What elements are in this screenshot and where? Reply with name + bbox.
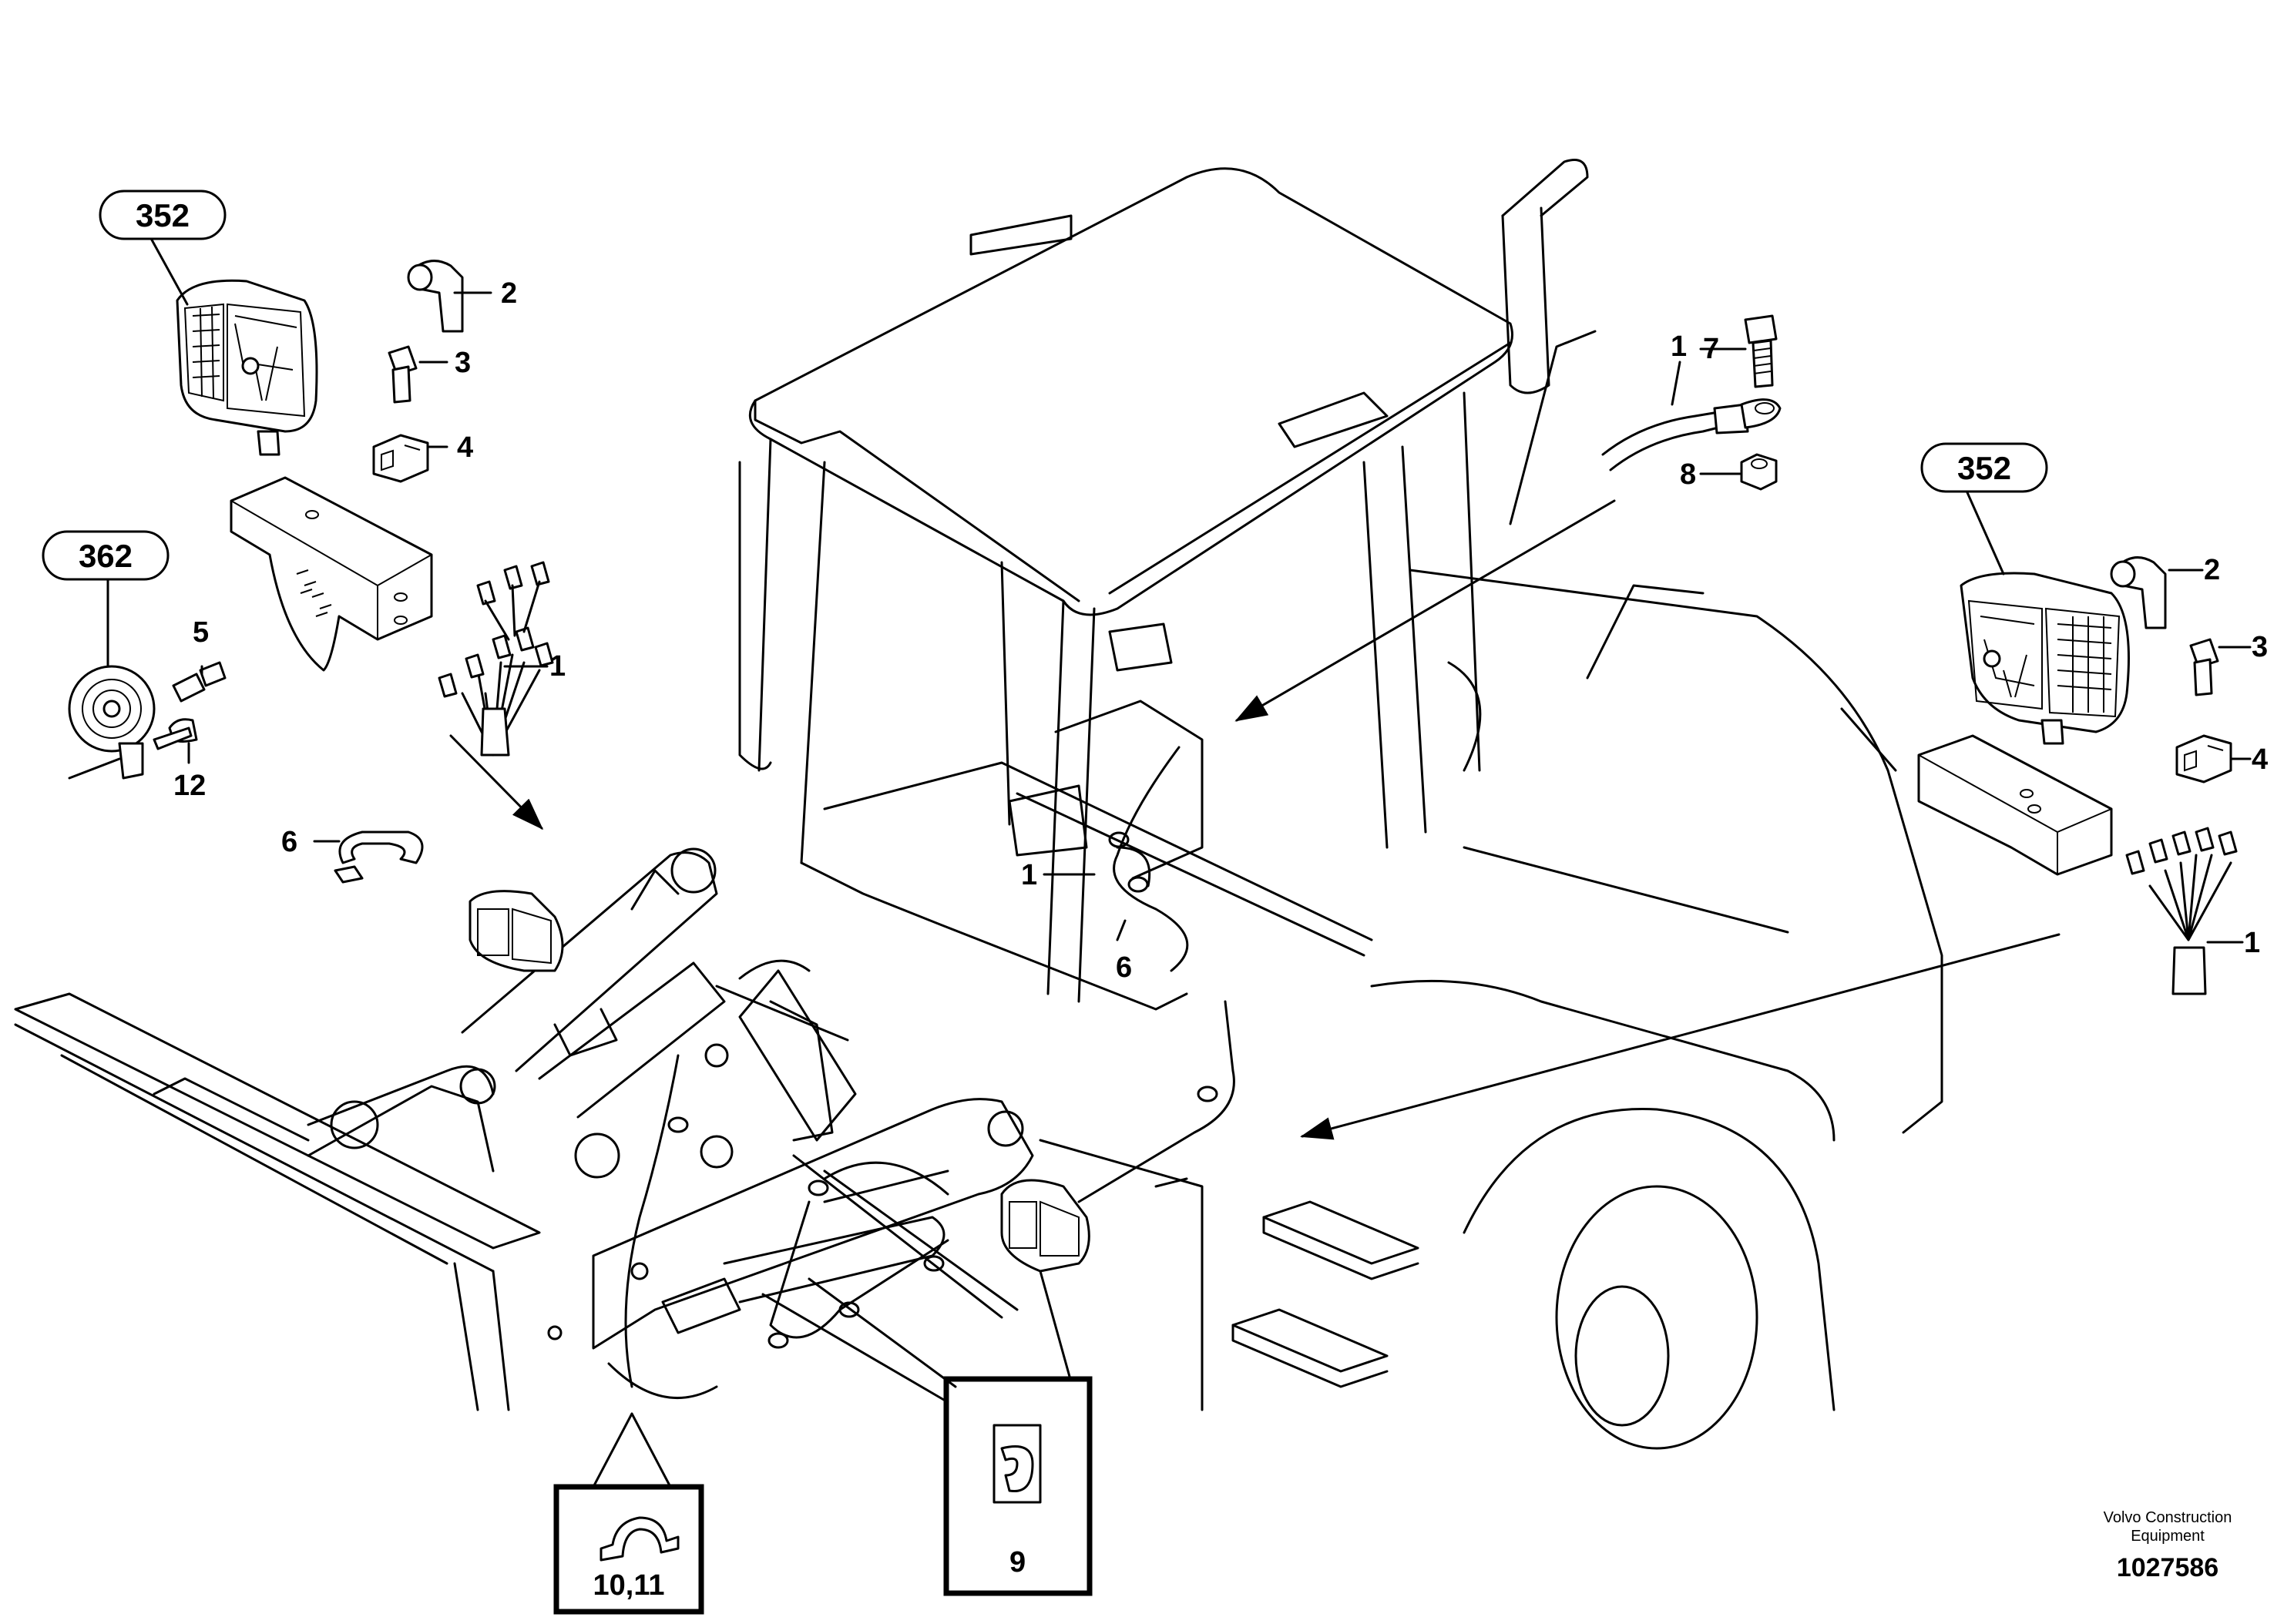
- callout-2-right: 2: [2204, 554, 2220, 586]
- cab-cable-routing: [1077, 746, 1235, 1203]
- elbow-connector-2-right: [2110, 556, 2167, 629]
- terminal-3-left: [388, 345, 418, 404]
- callout-3-right: 3: [2252, 631, 2268, 663]
- callout-1-left: 1: [549, 650, 566, 683]
- drawing-number: 1027586: [2117, 1553, 2218, 1582]
- callout-4-right: 4: [2252, 743, 2268, 776]
- terminal-5-horn: [172, 661, 227, 703]
- engine-hood: [1409, 330, 1943, 1134]
- callout-7-bolt: 7: [1703, 333, 1719, 365]
- leader-lines: [106, 226, 2252, 944]
- callout-6-cab: 6: [1116, 951, 1132, 984]
- callout-5-horn: 5: [193, 616, 209, 649]
- front-right-work-lamp: [1000, 1179, 1090, 1273]
- callout-6-clamp: 6: [281, 826, 297, 858]
- work-lamp-part-352-left: [176, 279, 318, 456]
- plug-4-left: [372, 434, 429, 483]
- callout-4-left: 4: [457, 431, 473, 464]
- drawing-footer: Volvo Construction Equipment 1027586: [2104, 1509, 2232, 1582]
- callout-3-left: 3: [455, 347, 471, 379]
- reference-arrows: [449, 499, 2061, 1140]
- steps: [1231, 1200, 1419, 1388]
- cable-harness-1-right: [2125, 827, 2238, 995]
- screw-12-horn: [153, 718, 198, 750]
- elbow-connector-2-left: [407, 260, 464, 333]
- bolt-7: [1744, 314, 1778, 388]
- cab-frame: [738, 391, 1481, 1011]
- terminal-3-right: [2189, 638, 2219, 696]
- loader-arm: [547, 969, 1034, 1399]
- callout-1-cab: 1: [1021, 859, 1037, 891]
- hose-clamp-6: [334, 830, 424, 884]
- bubble-352-right: 352: [1920, 442, 2048, 493]
- company-name-line2: Equipment: [2131, 1528, 2205, 1545]
- cab-roof: [748, 167, 1513, 616]
- callout-1-ground: 1: [1671, 331, 1687, 363]
- callout-8-nut: 8: [1680, 458, 1696, 491]
- callout-2-left: 2: [501, 277, 517, 310]
- body-lower: [1039, 1139, 1204, 1411]
- plug-4-right: [2175, 734, 2232, 783]
- callout-1-right: 1: [2244, 927, 2260, 959]
- cable-harness-1-left: [438, 561, 554, 757]
- callout-10-11-clip: 10,11: [593, 1569, 665, 1602]
- bubble-352-left: 352: [99, 190, 227, 240]
- detail-box-clip-10-11: [553, 1412, 704, 1615]
- bubble-362-label: 362: [79, 538, 133, 574]
- cab-interior: [1008, 622, 1204, 880]
- bucket: [14, 992, 541, 1411]
- callouts: 2 3 4 1 5 12 6 1 6 1 7 8 2 3 4 1 9 10,11: [173, 277, 2268, 1602]
- callout-9-clip: 9: [1009, 1546, 1026, 1579]
- exhaust-stack: [1501, 159, 1589, 394]
- bubble-352-left-label: 352: [136, 197, 190, 233]
- linkage: [307, 847, 849, 1179]
- bracket-right: [1917, 734, 2113, 876]
- company-name-line1: Volvo Construction: [2104, 1509, 2232, 1526]
- rear-wheel-fender: [1370, 979, 1836, 1450]
- front-left-work-lamp: [469, 890, 564, 972]
- nut-8: [1740, 453, 1778, 491]
- detail-box-clip-9: [761, 1154, 1093, 1596]
- bubble-352-right-label: 352: [1957, 450, 2011, 486]
- bubble-362-horn: 362: [42, 530, 170, 581]
- boom-cable-routing: [624, 1054, 949, 1388]
- ground-cable-1: [1601, 398, 1782, 471]
- bracket-left: [230, 476, 433, 672]
- horn-362: [68, 665, 156, 780]
- lift-cylinders: [661, 1169, 949, 1334]
- work-lamp-part-352-right: [1960, 572, 2130, 745]
- callout-12-horn: 12: [173, 770, 206, 802]
